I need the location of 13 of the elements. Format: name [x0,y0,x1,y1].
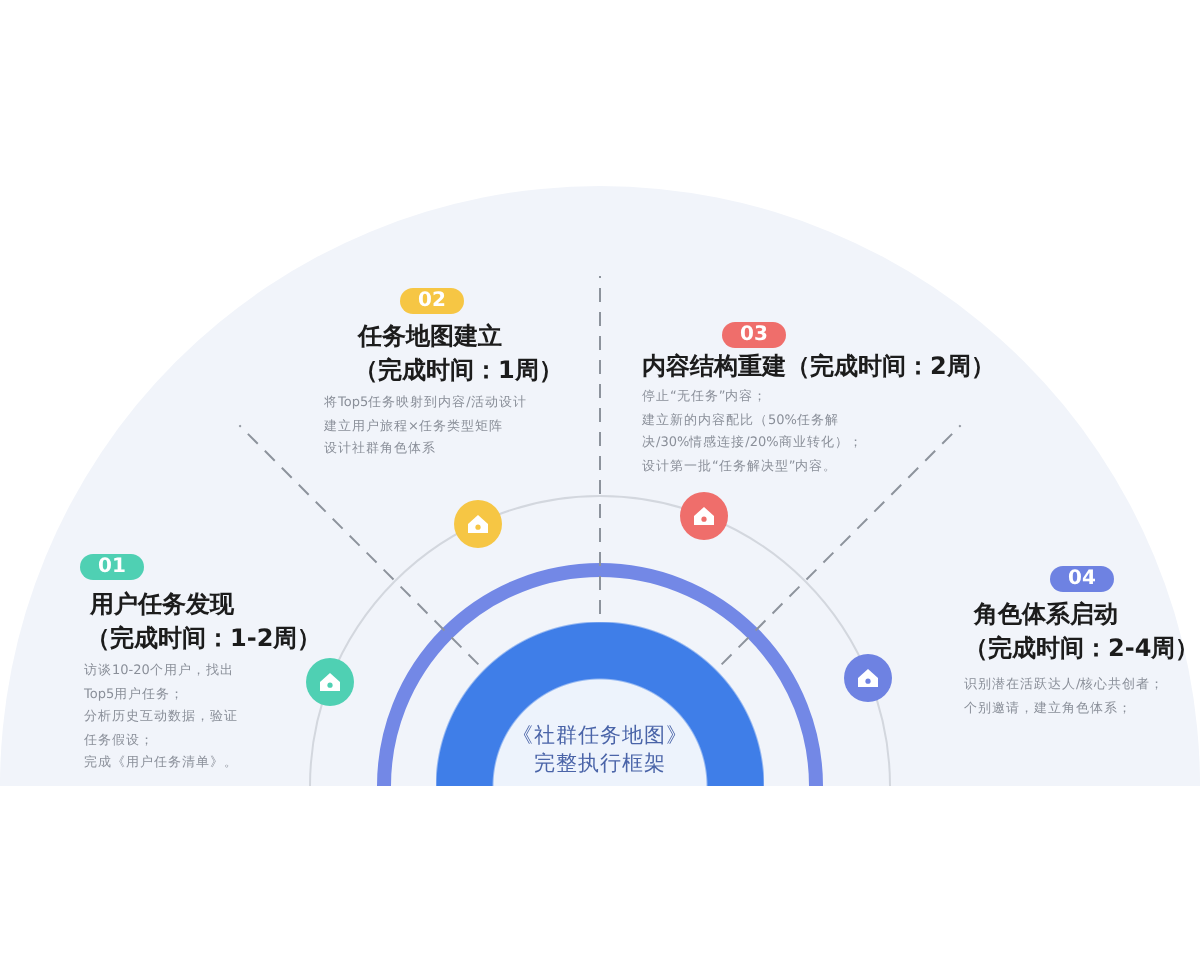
step-title: 用户任务发现 [90,588,234,620]
step-duration: （完成时间：1周） [354,354,563,386]
step-badge: 03 [722,322,786,348]
step-title: 任务地图建立 [358,320,502,352]
step-duration: （完成时间：2-4周） [964,632,1200,664]
step-title: 内容结构重建（完成时间：2周） [642,350,995,382]
step-badge: 01 [80,554,144,580]
hub-title: 《社群任务地图》完整执行框架 [512,722,688,778]
hub-semicircle [436,622,764,786]
step-title: 角色体系启动 [974,598,1118,630]
step-badge: 04 [1050,566,1114,592]
step-badge: 02 [400,288,464,314]
step-duration: （完成时间：1-2周） [86,622,322,654]
